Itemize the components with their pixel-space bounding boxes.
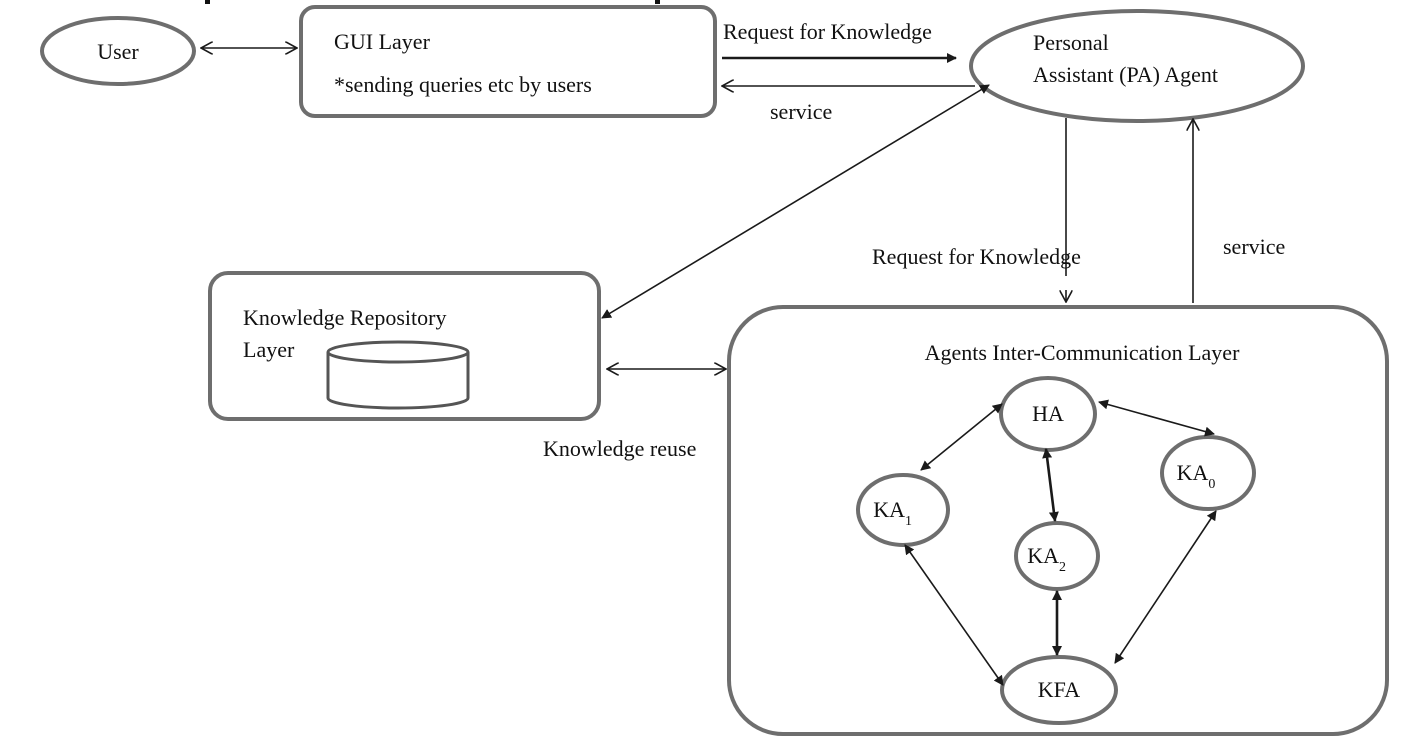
cropped-header-fragment [205,0,660,4]
label-mask [866,276,1116,290]
kfa-node: KFA [1000,655,1118,725]
pa-agent-label-line1: Personal [1033,30,1109,55]
knowledge-repo-label-line2: Layer [243,337,295,362]
ka1-label: KA1 [873,497,912,529]
ka1-kfa-edge [904,544,1004,686]
ha-label: HA [1032,401,1064,426]
pa-repo-edge [601,84,990,319]
pa-to-gui-service-label: service [770,99,832,124]
ka1-node: KA1 [856,473,950,547]
agents-layer-title: Agents Inter-Communication Layer [925,340,1240,365]
ha-ka1-edge [920,403,1003,471]
knowledge-repository-box: Knowledge Repository Layer [208,271,601,421]
ha-ka2-edge [1042,448,1059,522]
knowledge-reuse-label: Knowledge reuse [543,436,696,461]
database-icon [326,340,470,410]
pa-to-agents-request-label: Request for Knowledge [872,244,1081,269]
agents-to-pa-service-label: service [1223,234,1285,259]
ka2-label: KA2 [1027,543,1066,575]
ka0-kfa-edge [1114,510,1217,664]
pa-agent-label-line2: Assistant (PA) Agent [1033,62,1218,87]
gui-layer-title: GUI Layer [334,29,431,54]
ha-node: HA [999,376,1097,452]
gui-layer-note: *sending queries etc by users [334,72,592,97]
ka0-node: KA0 [1160,435,1256,511]
ka2-node: KA2 [1014,521,1100,591]
gui-to-pa-request-label: Request for Knowledge [723,19,932,44]
gui-layer-box: GUI Layer *sending queries etc by users [299,5,717,118]
pa-agent-node: Personal Assistant (PA) Agent [969,9,1305,123]
user-node: User [40,16,196,86]
kfa-label: KFA [1038,677,1080,702]
knowledge-repo-label-line1: Knowledge Repository [243,305,446,330]
ha-ka0-edge [1098,399,1215,437]
user-label: User [97,39,139,64]
ka0-label: KA0 [1177,460,1216,492]
